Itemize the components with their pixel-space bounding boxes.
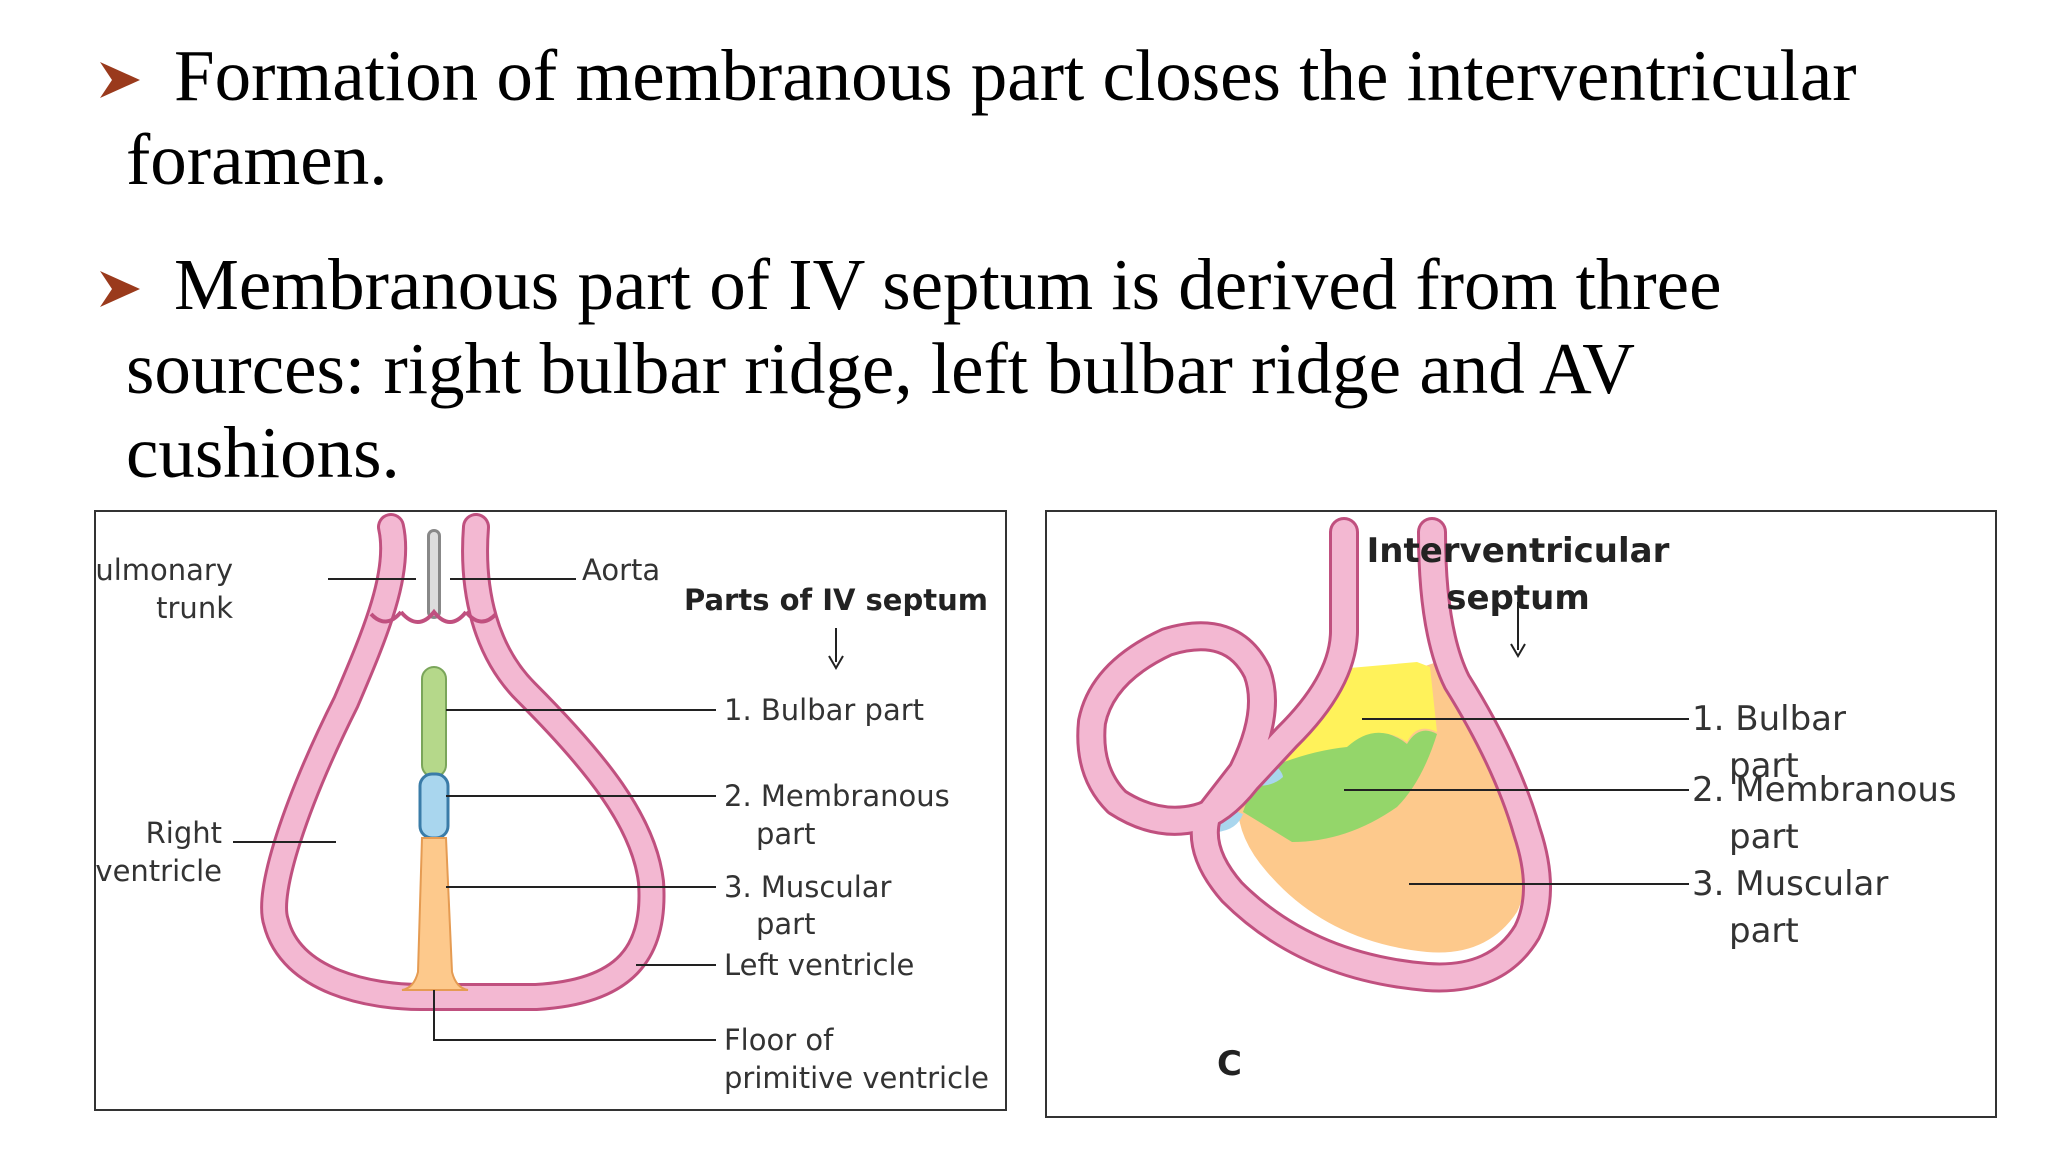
label-membranous-part-2: part — [756, 817, 815, 851]
bullet-2-line-2: sources: right bulbar ridge, left bulbar… — [126, 328, 1635, 409]
label-aorta: Aorta — [582, 553, 660, 587]
bullet-1-line-1: Formation of membranous part closes the … — [174, 35, 1857, 116]
bullet-arrow-icon — [100, 271, 140, 307]
label-bulbar-part: 1. Bulbar part — [724, 693, 924, 727]
label-muscular-part-2: part — [1729, 911, 1799, 951]
label-muscular-part-1: 3. Muscular — [724, 870, 892, 904]
septum-muscular-part — [401, 837, 469, 991]
bullet-arrow-icon — [100, 62, 140, 98]
label-floor-1: Floor of — [724, 1023, 834, 1057]
label-pulmonary-trunk-1: Pulmonary — [96, 553, 233, 587]
label-membranous-part-1: 2. Membranous — [1692, 770, 1957, 810]
label-membranous-part-2: part — [1729, 817, 1799, 857]
bullet-1-line-2: foramen. — [126, 119, 388, 200]
valve-cusps — [369, 608, 498, 624]
label-interventricular-heading-2: septum — [1446, 578, 1590, 618]
septum-diagram-left-svg: Pulmonary trunk Aorta Right ventricle Pa… — [96, 513, 989, 1095]
label-pulmonary-trunk-2: trunk — [156, 591, 233, 625]
label-bulbar-part-1: 1. Bulbar — [1692, 699, 1846, 739]
leader-lines-left — [233, 578, 844, 1041]
label-right-ventricle-2: ventricle — [96, 854, 222, 888]
label-interventricular-heading-1: Interventricular — [1367, 531, 1670, 571]
bullet-2-line-3: cushions. — [126, 412, 400, 493]
leader-lines-right — [1344, 602, 1689, 885]
septum-membranous-part — [418, 772, 450, 840]
label-muscular-part-2: part — [756, 907, 815, 941]
bullet-2: Membranous part of IV septum is derived … — [96, 243, 1996, 495]
septum-diagram-right-svg: Interventricular septum 1. Bulbar part 2… — [1076, 517, 1957, 1084]
label-floor-2: primitive ventricle — [724, 1061, 989, 1095]
septum-membranous-part — [1243, 730, 1437, 842]
label-right-ventricle-1: Right — [146, 816, 222, 850]
label-left-ventricle: Left ventricle — [724, 948, 914, 982]
label-parts-heading: Parts of IV septum — [684, 583, 988, 617]
label-membranous-part-1: 2. Membranous — [724, 779, 950, 813]
bullet-2-line-1: Membranous part of IV septum is derived … — [174, 244, 1722, 325]
bullet-1: Formation of membranous part closes the … — [96, 34, 1996, 202]
label-bulbar-part-2: part — [1729, 746, 1799, 786]
label-panel-letter: C — [1217, 1044, 1242, 1084]
label-muscular-part-1: 3. Muscular — [1692, 864, 1888, 904]
septum-diagram-right: Interventricular septum 1. Bulbar part 2… — [1045, 510, 1997, 1118]
septum-diagram-left: Pulmonary trunk Aorta Right ventricle Pa… — [94, 510, 1007, 1111]
septum-bulbar-part — [421, 666, 447, 778]
